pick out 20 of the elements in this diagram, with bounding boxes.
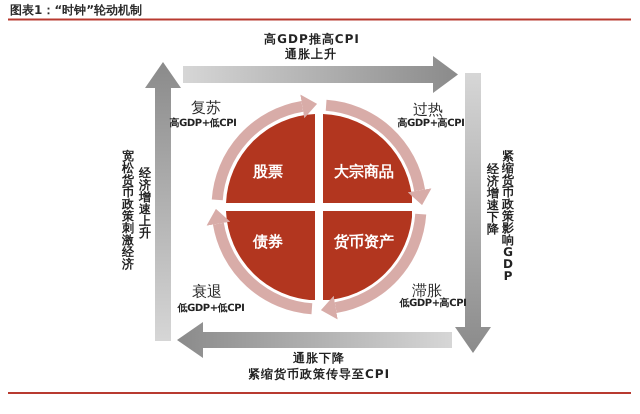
arrow-note: 通胀下降 <box>293 352 345 364</box>
phase-name: 复苏 <box>191 100 221 116</box>
phase-condition: 低GDP+低CPI <box>178 304 244 314</box>
arrow-note: 紧缩货币政策影响GDP <box>501 150 515 282</box>
arrow-note: 紧缩货币政策传导至CPI <box>248 368 390 380</box>
arrow-note: 经济增速下降 <box>486 163 500 235</box>
phase-condition: 高GDP+低CPI <box>170 119 236 129</box>
cycle-arrow <box>212 94 317 201</box>
phase-name: 衰退 <box>192 284 222 300</box>
quadrant-sector: 债券 <box>226 210 316 300</box>
phase-name: 过热 <box>413 102 443 118</box>
phase-condition: 低GDP+高CPI <box>400 299 466 309</box>
arrow-note: 高GDP推高CPI <box>264 33 360 45</box>
arrow-note: 通胀上升 <box>285 48 337 60</box>
phase-name: 滞胀 <box>412 284 442 298</box>
arrow-note: 经济增速上升 <box>138 167 152 239</box>
chart-title: 图表1：“时钟”轮动机制 <box>10 4 142 16</box>
cycle-arrow <box>321 213 426 320</box>
phase-condition: 高GDP+高CPI <box>398 119 464 129</box>
arrow-note: 宽松货币政策刺激经济 <box>121 150 135 270</box>
